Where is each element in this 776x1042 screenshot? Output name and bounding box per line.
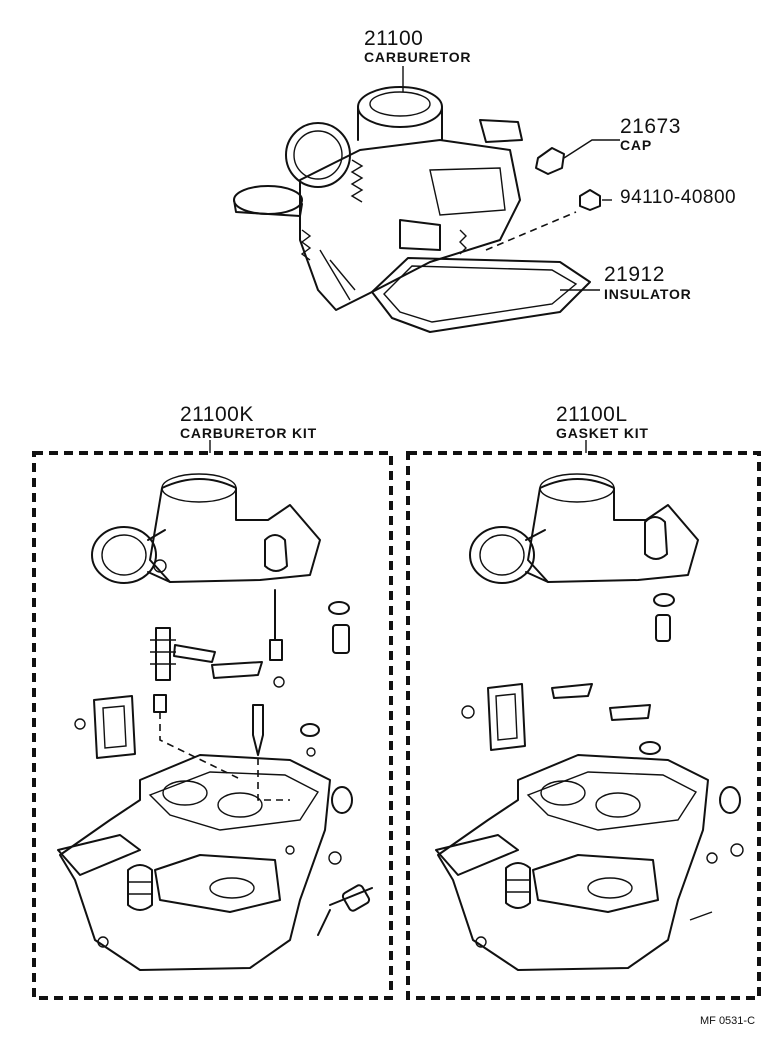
insulator-part-number: 21912 [604,263,665,286]
carburetor-kit-frame [32,451,393,1000]
gasket-kit-name: GASKET KIT [556,425,649,441]
cap-part-name: CAP [620,137,652,153]
carburetor-kit-name: CARBURETOR KIT [180,425,317,441]
carburetor-kit-drawing [57,473,373,971]
carburetor-part-name: CARBURETOR [364,49,472,65]
carburetor-assembly-drawing [233,66,620,333]
gasket-kit-drawing [435,473,744,971]
cap-part [535,147,565,175]
figure-code: MF 0531-C [700,1015,756,1027]
cap-part-number: 21673 [620,115,681,138]
nut-part [579,189,601,211]
insulator-part-name: INSULATOR [604,286,692,302]
carburetor-part-number: 21100 [364,27,424,50]
gasket-kit-frame [406,451,761,1000]
gasket-kit-number: 21100L [556,403,628,426]
nut-part-number: 94110-40800 [620,187,737,208]
carburetor-kit-number: 21100K [180,403,254,426]
